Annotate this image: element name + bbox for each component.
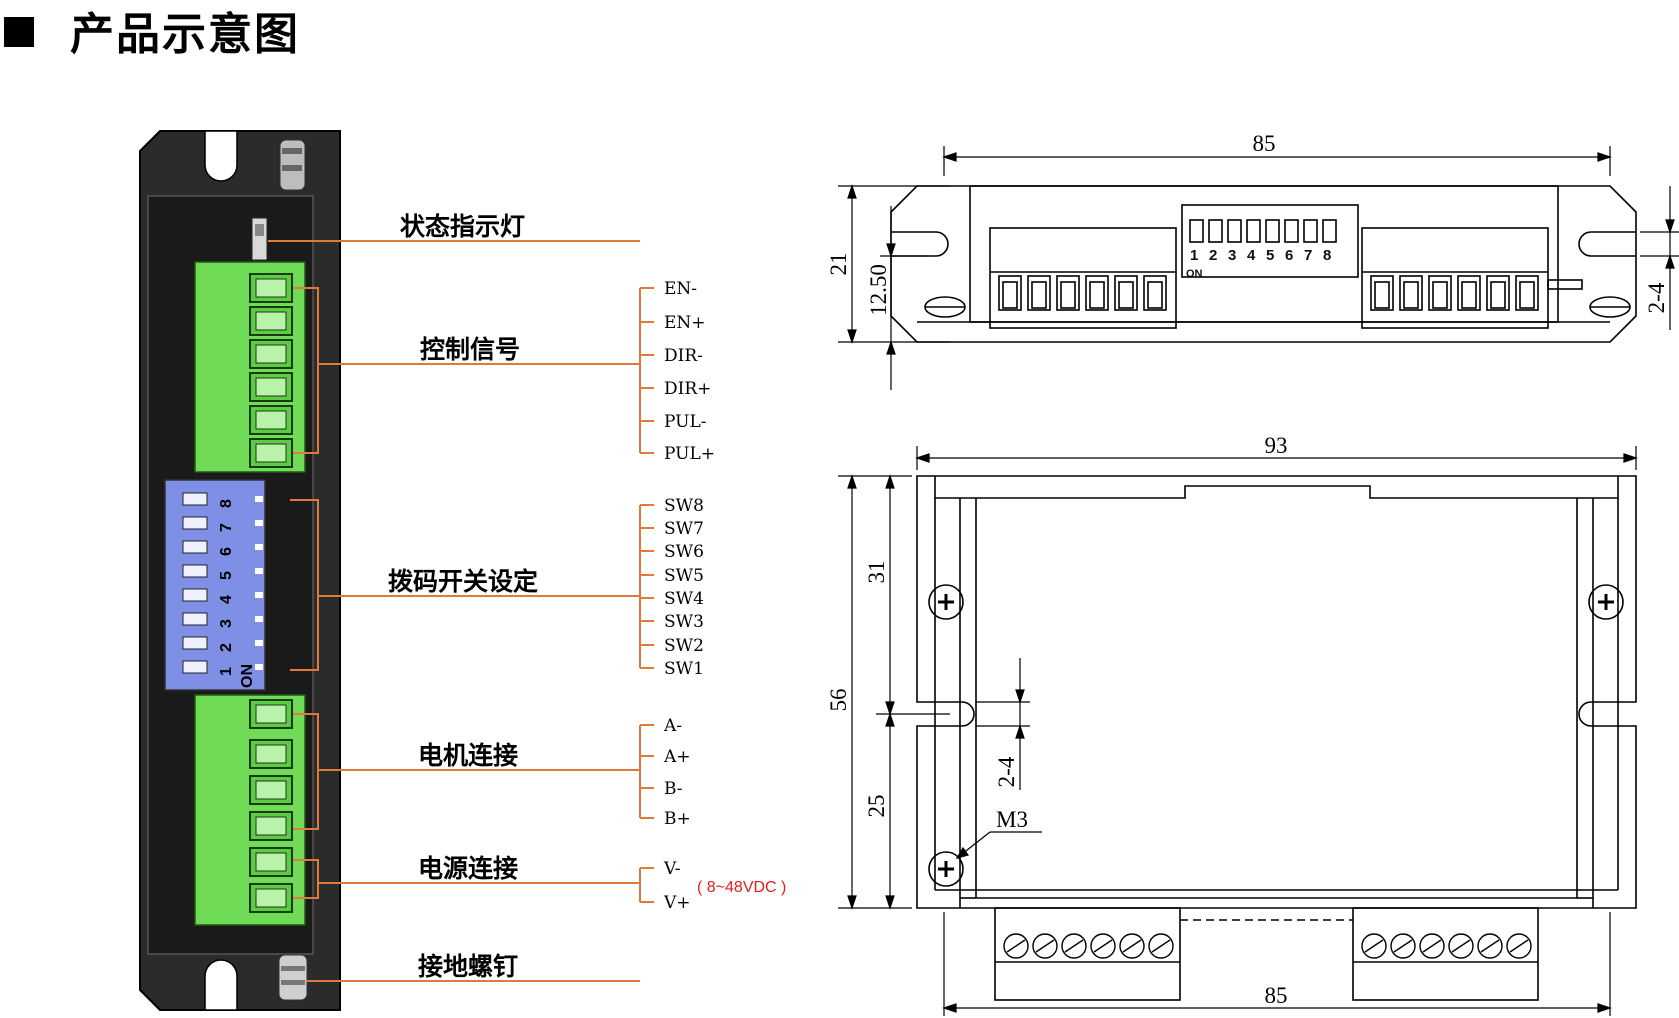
pin-label: SW3 xyxy=(664,612,704,632)
dip-number: 2 xyxy=(218,643,235,652)
dip-number: 2 xyxy=(1209,247,1217,264)
dip-number: 1 xyxy=(1190,247,1198,264)
top-view-drawing xyxy=(916,475,1637,1001)
control-terminal-slots xyxy=(249,273,293,468)
pin-label: A- xyxy=(663,716,682,736)
pin-label: EN+ xyxy=(664,313,706,333)
pin-label: V+ xyxy=(663,893,691,913)
top-view-terminal-screws xyxy=(1003,933,1532,959)
dim-top-slot: 2-4 xyxy=(994,756,1019,787)
dip-on-label: ON xyxy=(1186,268,1203,280)
side-view-dimensions xyxy=(838,146,1679,390)
dip-number: 8 xyxy=(1323,247,1331,264)
top-view-mount-screws xyxy=(928,584,1624,887)
dip-number: 7 xyxy=(1304,247,1312,264)
dip-switch-numbers: 1 2 3 4 5 6 7 8 ON xyxy=(218,499,256,688)
dim-side-width: 85 xyxy=(1253,131,1276,156)
pin-label: B- xyxy=(664,779,683,799)
mount-slot-top xyxy=(204,130,238,182)
side-view-terminals-left xyxy=(998,275,1167,311)
side-view-terminals-right xyxy=(1370,275,1539,311)
dim-upper-section: 31 xyxy=(864,561,889,584)
pin-label: SW8 xyxy=(664,496,704,516)
pin-label: SW5 xyxy=(664,566,704,586)
pin-label: DIR- xyxy=(664,346,703,366)
dip-switch-indicators xyxy=(255,496,263,670)
section-header: 产品示意图 xyxy=(0,0,300,60)
pin-label: SW4 xyxy=(664,589,704,609)
top-view-dimensions xyxy=(838,446,1638,1016)
label-dip-settings: 拨码开关设定 xyxy=(388,567,538,596)
dip-switch-levers xyxy=(182,492,208,674)
bullet-square-icon xyxy=(4,17,34,47)
motor-terminal-slots xyxy=(249,699,293,913)
callout-labels: 状态指示灯 控制信号 拨码开关设定 电机连接 电源连接 接地螺钉 xyxy=(388,212,538,981)
dip-switch-block xyxy=(164,479,266,691)
dip-number: 8 xyxy=(218,499,235,508)
side-view-dip-levers xyxy=(1189,219,1337,243)
ground-screw-icon xyxy=(278,954,308,1001)
label-control-signal: 控制信号 xyxy=(420,335,520,364)
callout-lines xyxy=(268,240,654,982)
dip-number: 3 xyxy=(1228,247,1236,264)
front-view-driver: 1 2 3 4 5 6 7 8 ON xyxy=(139,130,341,1011)
pin-label: SW7 xyxy=(664,519,704,539)
dim-top-width: 93 xyxy=(1265,433,1288,458)
side-view-drawing xyxy=(890,185,1637,343)
pin-labels: EN- EN+ DIR- DIR+ PUL- PUL+ SW8 SW7 SW6 … xyxy=(663,279,786,913)
dip-number: 6 xyxy=(1285,247,1293,264)
dim-screw-size: M3 xyxy=(996,807,1028,832)
dip-on-label: ON xyxy=(239,664,256,688)
pin-label: V- xyxy=(663,859,680,879)
voltage-range-note: ( 8~48VDC ) xyxy=(697,879,786,896)
dip-number: 6 xyxy=(218,547,235,556)
label-motor: 电机连接 xyxy=(418,741,518,770)
pin-label: EN- xyxy=(664,279,697,299)
pin-label: DIR+ xyxy=(664,379,711,399)
page-title: 产品示意图 xyxy=(70,9,300,60)
dip-number: 5 xyxy=(218,571,235,580)
dim-side-inner-height: 12.50 xyxy=(866,264,891,316)
dim-lower-section: 25 xyxy=(864,795,889,818)
pin-label: SW1 xyxy=(664,659,704,679)
label-power: 电源连接 xyxy=(418,854,518,883)
label-ground-screw: 接地螺钉 xyxy=(418,952,518,981)
dip-number: 7 xyxy=(218,523,235,532)
dim-top-height: 56 xyxy=(826,689,851,712)
pin-label: A+ xyxy=(663,747,691,767)
dip-number: 4 xyxy=(218,595,235,604)
dip-number: 5 xyxy=(1266,247,1274,264)
label-status-led: 状态指示灯 xyxy=(400,212,525,241)
dip-number: 1 xyxy=(218,667,235,676)
dim-side-slot: 2-4 xyxy=(1644,282,1669,313)
dim-side-height: 21 xyxy=(826,253,851,276)
pin-label: SW6 xyxy=(664,542,704,562)
pin-label: SW2 xyxy=(664,636,704,656)
pin-label: PUL- xyxy=(664,412,707,432)
dim-bottom-width: 85 xyxy=(1265,983,1288,1008)
mount-slot-bottom xyxy=(204,959,238,1011)
side-view-dip-numbers: 1 2 3 4 5 6 7 8 ON xyxy=(1186,247,1331,280)
dip-number: 4 xyxy=(1247,247,1256,264)
pin-label: B+ xyxy=(664,809,691,829)
pin-label: PUL+ xyxy=(664,444,715,464)
dip-number: 3 xyxy=(218,619,235,628)
